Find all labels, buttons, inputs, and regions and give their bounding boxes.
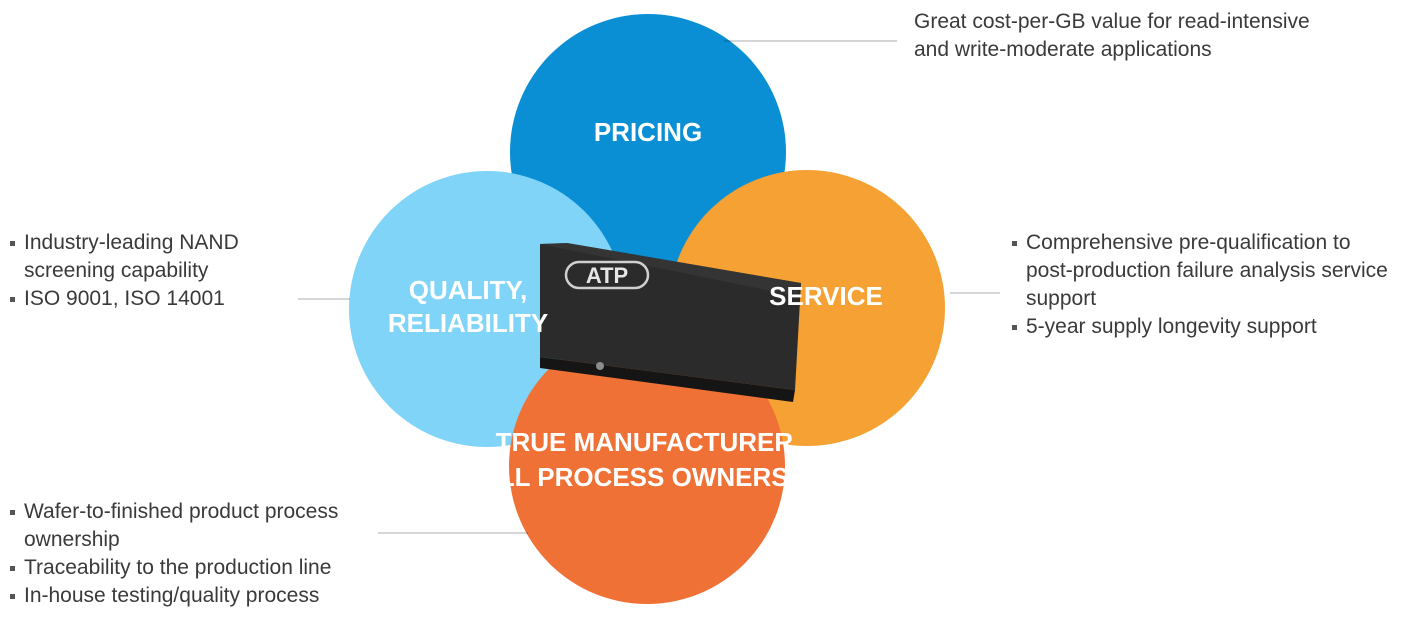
quality-label-line2: RELIABILITY	[388, 308, 548, 338]
manufacturer-label-line2: FULL PROCESS OWNERSHIP	[464, 462, 832, 492]
ssd-chip-icon: ATP	[540, 243, 801, 402]
service-callout: Comprehensive pre-qualification to post-…	[1012, 229, 1402, 341]
service-label: SERVICE	[769, 281, 883, 311]
quality-bullet: ISO 9001, ISO 14001	[10, 285, 330, 313]
atp-logo-frame	[564, 260, 650, 290]
quality-callout: Industry-leading NAND screening capabili…	[10, 229, 330, 313]
chip-pin-dot	[596, 362, 604, 370]
quality-label-line1: QUALITY,	[409, 275, 527, 305]
manufacturer-label-line1: TRUE MANUFACTURER,	[496, 427, 801, 457]
pricing-callout-line2: and write-moderate applications	[914, 38, 1212, 61]
manufacturer-circle	[509, 328, 785, 604]
atp-logo-text: ATP	[586, 263, 628, 288]
manufacturer-bullet: In-house testing/quality process	[10, 582, 390, 610]
manufacturer-callout: Wafer-to-finished product process owners…	[10, 498, 390, 610]
pricing-label: PRICING	[594, 117, 702, 147]
quality-bullet: Industry-leading NAND screening capabili…	[10, 229, 330, 285]
service-bullet: 5-year supply longevity support	[1012, 313, 1402, 341]
pricing-callout: Great cost-per-GB value for read-intensi…	[914, 8, 1394, 64]
service-bullet: Comprehensive pre-qualification to post-…	[1012, 229, 1402, 313]
manufacturer-bullet: Traceability to the production line	[10, 554, 390, 582]
pricing-callout-line1: Great cost-per-GB value for read-intensi…	[914, 10, 1310, 33]
manufacturer-bullet: Wafer-to-finished product process owners…	[10, 498, 390, 554]
